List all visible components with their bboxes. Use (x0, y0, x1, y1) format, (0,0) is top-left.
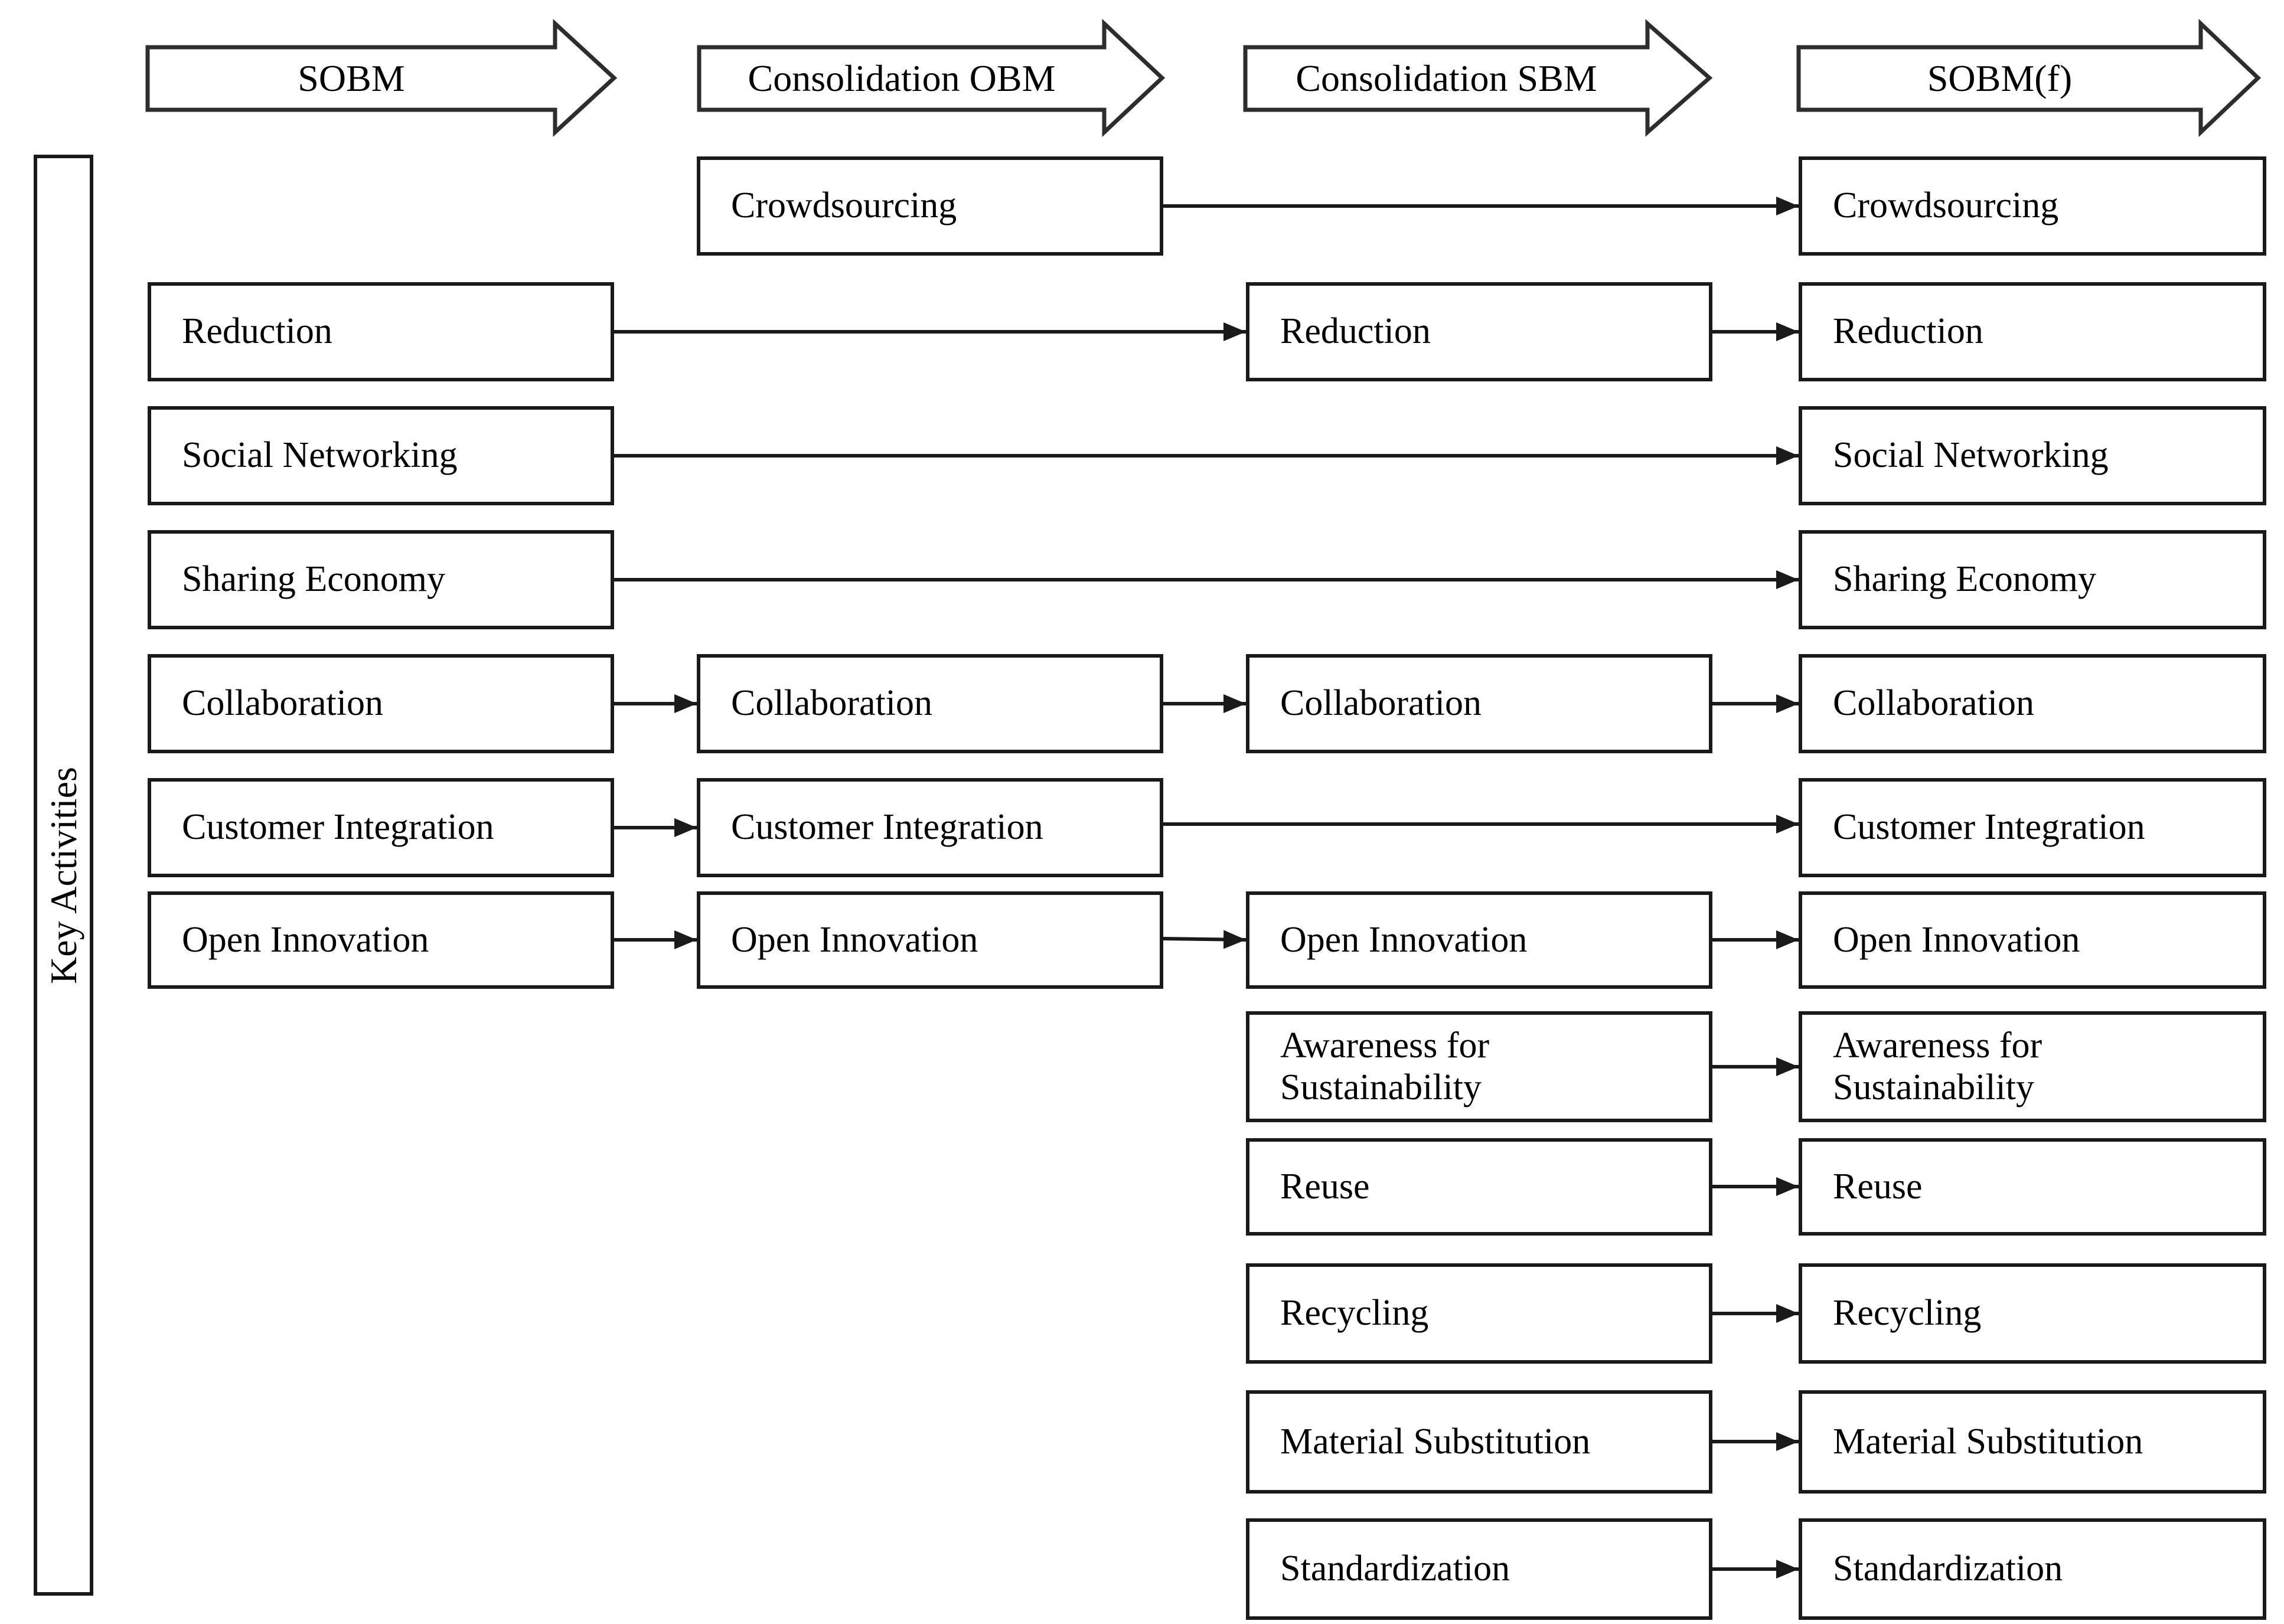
box-label: Awareness for Sustainability (1280, 1025, 1490, 1107)
box-sobmf-reuse: Reuse (1799, 1138, 2266, 1236)
header-arrow-sobmf-shape (1796, 18, 2262, 138)
header-label-sobm: SOBM (298, 57, 405, 99)
box-label: Sharing Economy (1833, 559, 2096, 600)
box-sobmf-open-innovation: Open Innovation (1799, 891, 2266, 989)
box-sbm-collaboration: Collaboration (1246, 654, 1712, 753)
box-label: Standardization (1833, 1548, 2063, 1589)
box-label: Reduction (182, 311, 332, 352)
box-sobm-collaboration: Collaboration (148, 654, 614, 753)
box-sobm-customer-integration: Customer Integration (148, 778, 614, 877)
box-sobmf-awareness-for-sustainability: Awareness for Sustainability (1799, 1011, 2266, 1122)
box-label: Material Substitution (1280, 1421, 1591, 1462)
box-label: Material Substitution (1833, 1421, 2143, 1462)
box-obm-crowdsourcing: Crowdsourcing (697, 156, 1163, 256)
box-sbm-reduction: Reduction (1246, 282, 1712, 381)
box-sobmf-customer-integration: Customer Integration (1799, 778, 2266, 877)
box-label: Reduction (1833, 311, 1983, 352)
box-sbm-awareness-for-sustainability: Awareness for Sustainability (1246, 1011, 1712, 1122)
box-label: Open Innovation (182, 919, 429, 960)
box-label: Reuse (1280, 1166, 1370, 1207)
key-activities-label: Key Activities (42, 766, 84, 984)
box-label: Sharing Economy (182, 559, 445, 600)
box-label: Open Innovation (1280, 919, 1528, 960)
header-arrow-sobm-shape (145, 19, 618, 137)
box-label: Crowdsourcing (731, 185, 957, 226)
box-label: Social Networking (1833, 435, 2109, 476)
box-sobm-social-networking: Social Networking (148, 406, 614, 505)
box-label: Reuse (1833, 1166, 1923, 1207)
box-label: Standardization (1280, 1548, 1510, 1589)
box-label: Collaboration (1280, 683, 1482, 724)
box-label: Reduction (1280, 311, 1431, 352)
box-sbm-open-innovation: Open Innovation (1246, 891, 1712, 989)
box-label: Open Innovation (731, 919, 978, 960)
box-sobm-open-innovation: Open Innovation (148, 891, 614, 989)
header-label-consolidation-obm: Consolidation OBM (748, 57, 1056, 99)
box-label: Crowdsourcing (1833, 185, 2059, 226)
box-label: Awareness for Sustainability (1833, 1025, 2042, 1107)
key-activities-sidebar: Key Activities (34, 155, 93, 1596)
box-sobmf-reduction: Reduction (1799, 282, 2266, 381)
box-sobmf-sharing-economy: Sharing Economy (1799, 530, 2266, 629)
box-label: Social Networking (182, 435, 458, 476)
box-obm-collaboration: Collaboration (697, 654, 1163, 753)
header-arrow-consolidation-sbm-shape (1243, 19, 1713, 137)
box-sobmf-material-substitution: Material Substitution (1799, 1390, 2266, 1494)
box-sobmf-recycling: Recycling (1799, 1263, 2266, 1364)
box-sobm-sharing-economy: Sharing Economy (148, 530, 614, 629)
box-label: Collaboration (182, 683, 383, 724)
box-sobmf-social-networking: Social Networking (1799, 406, 2266, 505)
box-label: Customer Integration (182, 807, 494, 848)
box-label: Customer Integration (731, 807, 1043, 848)
box-label: Collaboration (1833, 683, 2034, 724)
box-sbm-reuse: Reuse (1246, 1138, 1712, 1236)
box-obm-open-innovation: Open Innovation (697, 891, 1163, 989)
box-label: Collaboration (731, 683, 932, 724)
box-label: Recycling (1833, 1293, 1982, 1334)
header-label-sobmf: SOBM(f) (1927, 57, 2073, 99)
box-sobmf-standardization: Standardization (1799, 1518, 2266, 1620)
box-obm-customer-integration: Customer Integration (697, 778, 1163, 877)
header-arrow-consolidation-obm-shape (697, 18, 1166, 138)
box-sbm-material-substitution: Material Substitution (1246, 1390, 1712, 1494)
box-sobmf-collaboration: Collaboration (1799, 654, 2266, 753)
box-sobmf-crowdsourcing: Crowdsourcing (1799, 156, 2266, 256)
header-label-consolidation-sbm: Consolidation SBM (1296, 57, 1597, 99)
box-label: Customer Integration (1833, 807, 2145, 848)
box-sbm-recycling: Recycling (1246, 1263, 1712, 1364)
box-label: Recycling (1280, 1293, 1429, 1334)
box-label: Open Innovation (1833, 919, 2080, 960)
box-sbm-standardization: Standardization (1246, 1518, 1712, 1620)
box-sobm-reduction: Reduction (148, 282, 614, 381)
connector-obm-open-innovation-to-sbm (1163, 930, 1247, 949)
